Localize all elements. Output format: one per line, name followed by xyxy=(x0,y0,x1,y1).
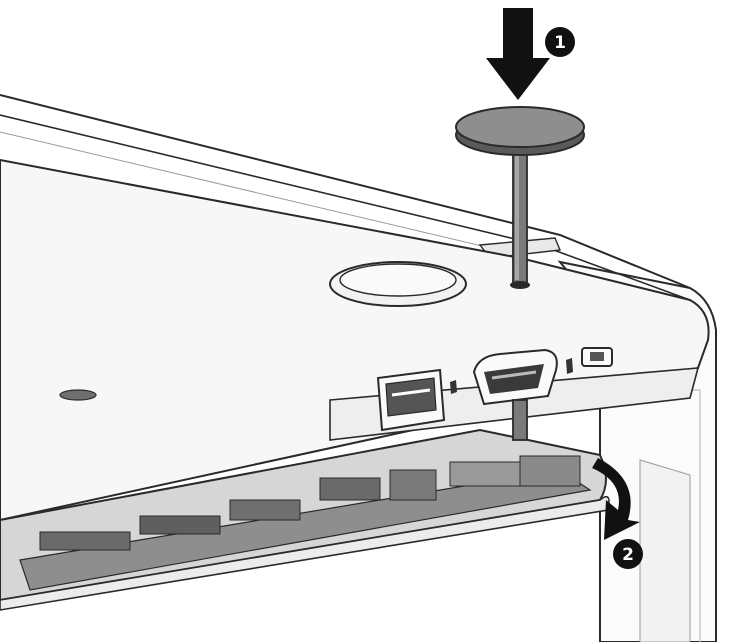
bottom-cover xyxy=(0,428,610,611)
pry-tool xyxy=(455,106,585,441)
step-1-number: 1 xyxy=(554,33,566,53)
motherboard-components xyxy=(39,455,581,551)
step-2-number: 2 xyxy=(622,545,634,565)
down-arrow-icon xyxy=(486,8,550,100)
rubber-foot xyxy=(329,261,467,307)
step-2-callout: 2 xyxy=(613,539,643,569)
rotate-arrow-icon xyxy=(592,458,640,540)
step-1-callout: 1 xyxy=(545,27,575,57)
screw-hole xyxy=(59,389,97,401)
mini-port-icon xyxy=(581,347,613,367)
usb-port-icon xyxy=(376,368,457,432)
base-top-surface xyxy=(0,158,710,522)
hdmi-port-icon xyxy=(472,348,573,406)
